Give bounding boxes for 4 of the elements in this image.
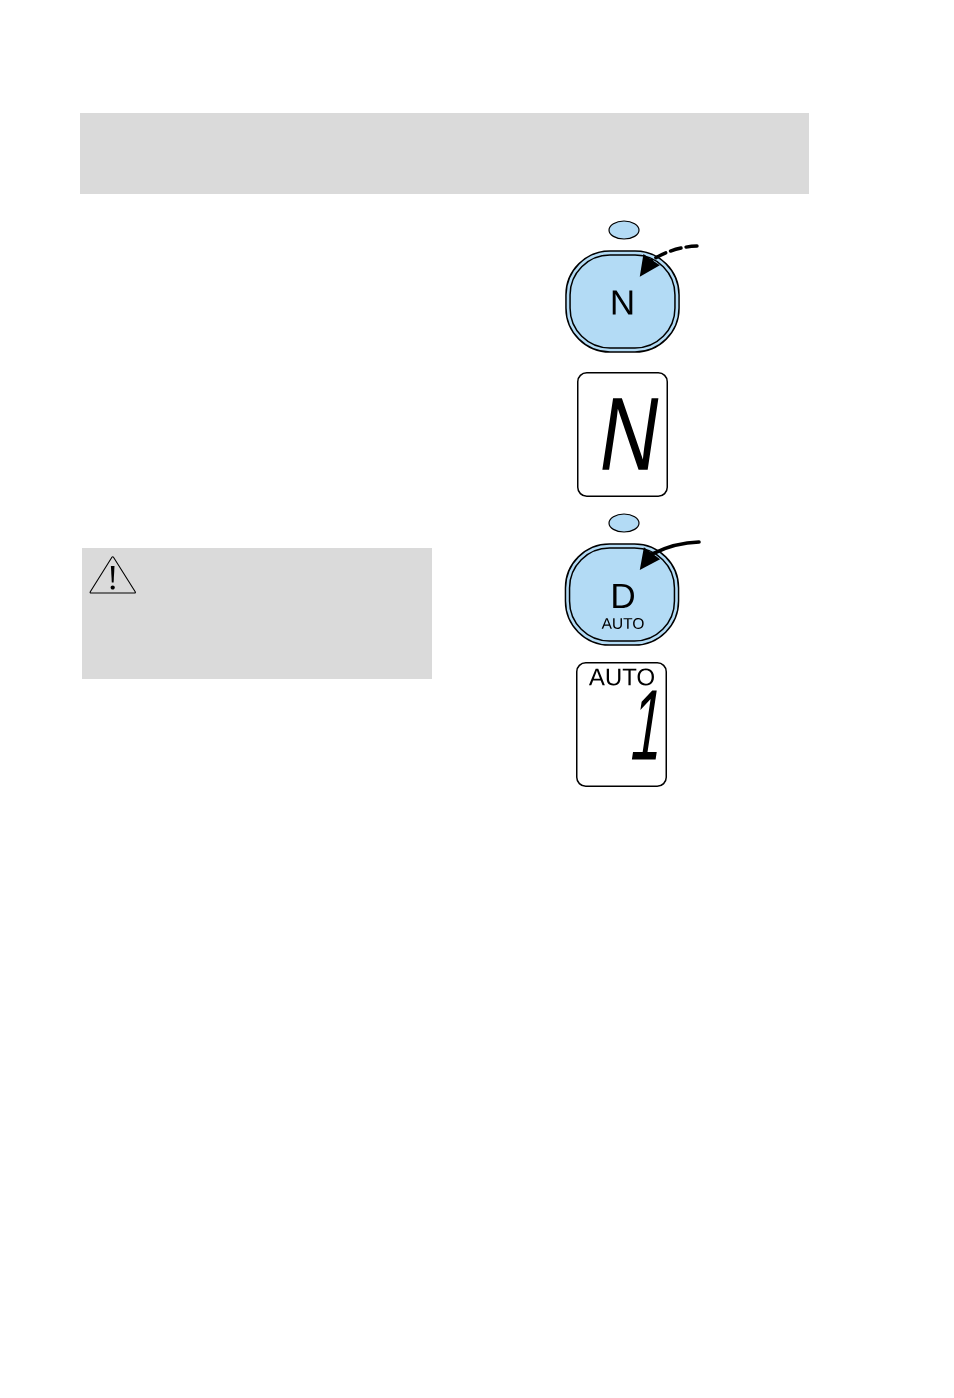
button: N — [565, 250, 680, 353]
button: D AUTO — [564, 543, 680, 646]
display-screen: N — [577, 372, 668, 497]
display-screen: AUTO 1 — [576, 662, 667, 787]
